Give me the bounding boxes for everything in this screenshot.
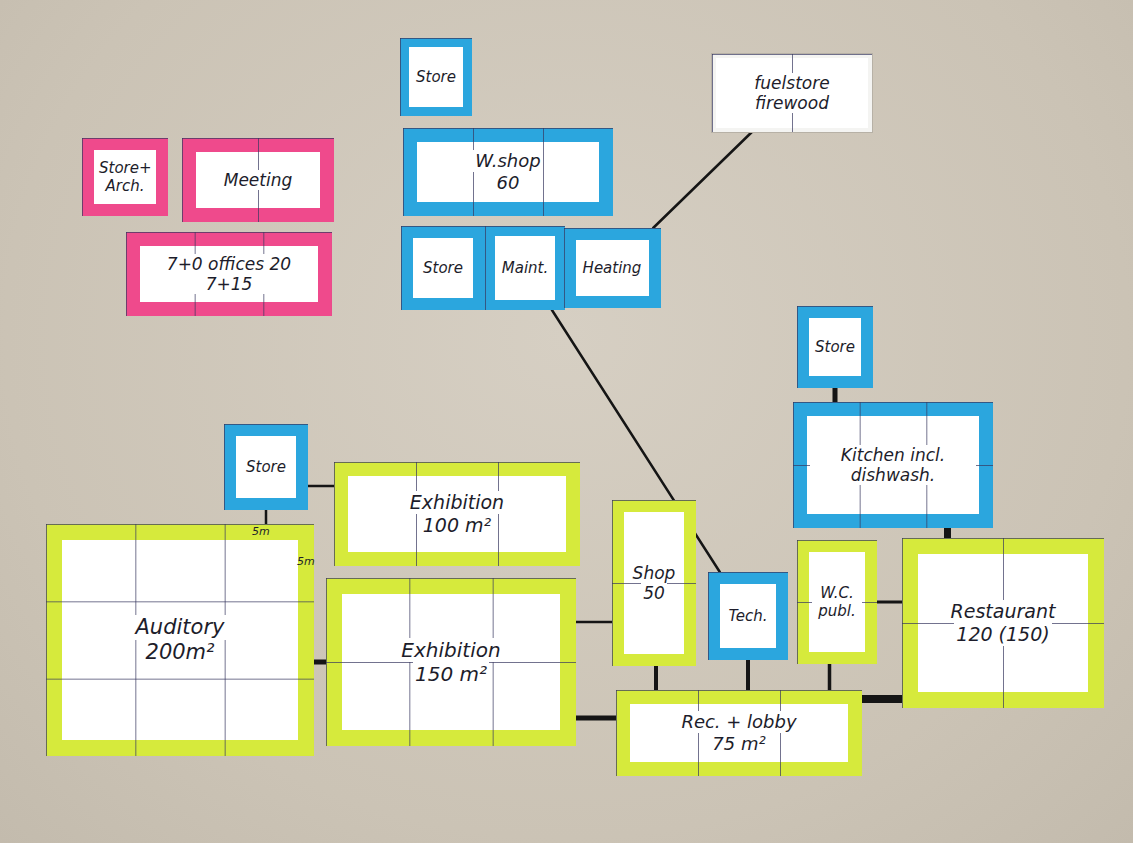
room-card: Auditory200m² <box>46 524 314 756</box>
room-label: Exhibition <box>399 638 502 662</box>
room-card: Tech. <box>708 572 788 660</box>
dimension-label: 5m <box>297 556 315 568</box>
room-label: 7+0 offices 20 7+15 <box>143 254 315 295</box>
room-label: W.shop <box>473 150 542 172</box>
room-card: Heating <box>564 228 661 308</box>
dimension-label: 5m <box>252 526 270 538</box>
adjacency-line <box>653 132 752 228</box>
room-card: Rec. + lobby75 m² <box>616 690 862 776</box>
room-label: Store <box>414 68 458 86</box>
room-card: Store <box>797 306 873 388</box>
room-label: Rec. + lobby <box>679 711 798 733</box>
room-card: Maint. <box>485 226 565 310</box>
adjacency-line <box>828 664 832 690</box>
room-label: 60 <box>495 172 522 194</box>
room-label: 150 m² <box>413 662 489 686</box>
room-label: Restaurant <box>949 600 1058 623</box>
room-card: Restaurant120 (150) <box>902 538 1104 708</box>
room-label: Store <box>244 458 288 476</box>
room-label: Shop <box>631 563 678 583</box>
room-card: Exhibition100 m² <box>334 462 580 566</box>
room-label: Heating <box>581 259 644 277</box>
adjacency-line <box>877 601 902 604</box>
room-label: fuelstore firewood <box>719 73 865 114</box>
room-card: W.shop60 <box>403 128 613 216</box>
room-card: 7+0 offices 20 7+15 <box>126 232 332 316</box>
room-card: Store <box>224 424 308 510</box>
room-label: Tech. <box>726 607 769 625</box>
adjacency-line <box>746 660 750 690</box>
room-label: 200m² <box>144 640 217 665</box>
room-label: Store <box>813 338 857 356</box>
room-card: W.C. publ. <box>797 540 877 664</box>
room-label: Store <box>421 259 465 277</box>
room-label: Auditory <box>134 615 227 640</box>
room-label: Maint. <box>500 259 550 277</box>
adjacency-line <box>944 528 951 538</box>
adjacency-line <box>308 485 334 488</box>
room-label: Store+ Arch. <box>97 159 153 195</box>
adjacency-line <box>862 695 902 703</box>
room-label: 75 m² <box>710 733 767 755</box>
adjacency-line <box>833 388 838 402</box>
adjacency-line <box>654 666 658 690</box>
room-card: Kitchen incl. dishwash. <box>793 402 993 528</box>
room-label: 100 m² <box>421 514 493 537</box>
room-label: Exhibition <box>408 491 506 514</box>
room-label: Meeting <box>222 170 295 190</box>
room-card: Shop50 <box>612 500 696 666</box>
adjacency-line <box>314 660 326 665</box>
room-card: Exhibition150 m² <box>326 578 576 746</box>
adjacency-line <box>576 621 612 624</box>
room-label: Kitchen incl. dishwash. <box>810 445 976 486</box>
room-card: Store <box>401 226 485 310</box>
room-card: fuelstore firewood <box>712 54 872 132</box>
room-card: Store <box>400 38 472 116</box>
room-label: 120 (150) <box>954 623 1051 646</box>
adjacency-line <box>576 716 616 721</box>
room-card: Store+ Arch. <box>82 138 168 216</box>
room-label: W.C. publ. <box>812 584 862 620</box>
room-card: Meeting <box>182 138 334 222</box>
adjacency-line <box>265 510 268 524</box>
room-label: 50 <box>641 583 667 603</box>
